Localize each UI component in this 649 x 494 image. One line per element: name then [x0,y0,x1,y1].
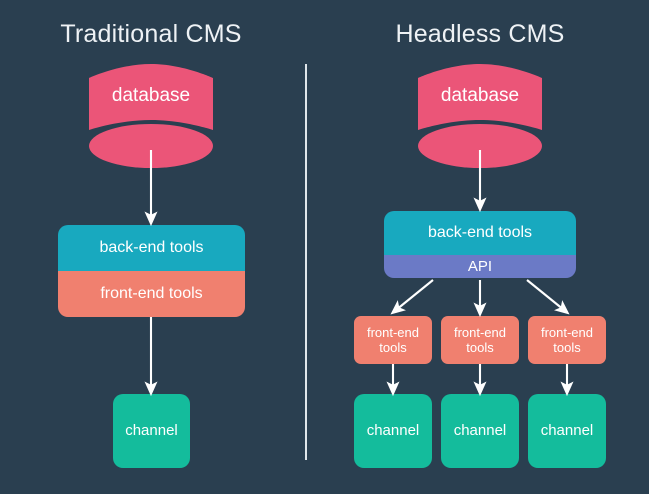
frontend-tools-line2: tools [553,340,581,355]
database-cylinder-icon [89,64,213,168]
traditional-channel-node[interactable]: channel [113,394,190,468]
arrow-api-to-frontend-1 [390,279,434,315]
headless-frontend-tools-node-1[interactable]: front-end tools [354,316,432,364]
arrow-api-to-frontend-3 [526,279,570,315]
panel-divider [305,64,307,460]
database-cylinder-icon [418,64,542,168]
headless-tools-stack[interactable]: back-end tools API [384,211,576,278]
traditional-tools-stack[interactable]: back-end tools front-end tools [58,225,245,317]
frontend-tools-line1: front-end [453,324,507,340]
frontend-tools-line1: front-end [366,324,420,340]
traditional-cms-title: Traditional CMS [60,20,242,48]
database-cylinder-headless: database [418,64,542,168]
traditional-backend-tools-segment[interactable]: back-end tools [58,225,245,271]
headless-channel-node-3[interactable]: channel [528,394,606,468]
headless-channel-node-2[interactable]: channel [441,394,519,468]
headless-frontend-tools-node-2[interactable]: front-end tools [441,316,519,364]
frontend-tools-line2: tools [379,340,407,355]
frontend-tools-line1: front-end [540,324,594,340]
headless-backend-tools-segment[interactable]: back-end tools [384,211,576,255]
headless-frontend-tools-node-3[interactable]: front-end tools [528,316,606,364]
database-cylinder-traditional: database [89,64,213,168]
frontend-tools-line2: tools [466,340,494,355]
database-label-traditional: database [111,85,191,106]
headless-api-segment[interactable]: API [384,255,576,278]
headless-cms-title: Headless CMS [395,20,565,48]
traditional-frontend-tools-segment[interactable]: front-end tools [58,271,245,317]
headless-channel-node-1[interactable]: channel [354,394,432,468]
database-label-headless: database [440,85,520,106]
